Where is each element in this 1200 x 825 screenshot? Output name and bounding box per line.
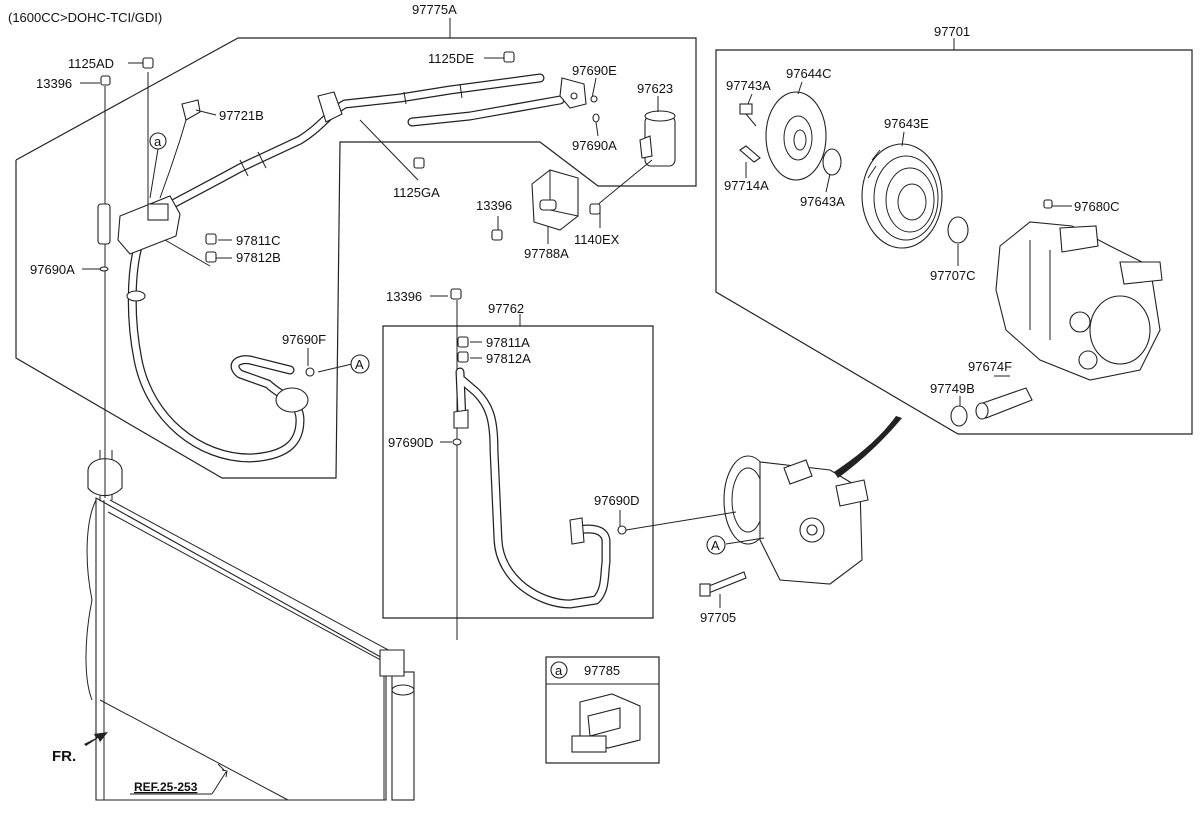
compressor-main [723,455,869,585]
callout-A-upper-text: A [355,357,364,372]
label-1140EX: 1140EX [574,232,620,247]
discharge-hose [126,235,309,463]
label-97811A: 97811A [486,335,530,350]
compressor-body-97701 [995,221,1163,381]
bracket-97785 [571,693,641,753]
label-97812B: 97812B [236,250,281,265]
label-97643E: 97643E [884,116,929,131]
reference-link[interactable]: REF.25-253 [134,780,198,794]
label-97762: 97762 [488,301,524,316]
bolt-97705 [699,571,747,597]
label-97749B: 97749B [930,381,975,396]
label-97743A: 97743A [726,78,771,93]
callout-A-upper-circle [350,354,370,374]
receiver-97623 [639,96,676,167]
callout-a-inset-text: a [555,663,563,678]
condenser [85,450,415,801]
label-1125GA: 1125GA [393,185,440,200]
ring-97707C [947,216,969,244]
label-97714A: 97714A [724,178,769,193]
label-97690D-left: 97690D [388,435,434,450]
leader-lines [80,18,1072,771]
label-1125DE: 1125DE [428,51,474,66]
group-box-97762 [382,325,654,619]
callout-A-lower-circle [706,535,726,555]
bolt-97743A [739,103,757,127]
label-97707C: 97707C [930,268,976,283]
manifold-block [97,195,181,255]
engine-spec-text: (1600CC>DOHC-TCI/GDI) [8,10,162,25]
label-97643A: 97643A [800,194,845,209]
label-97811C: 97811C [236,233,281,248]
callout-a-leader [149,148,159,199]
liquid-tube-97762 [453,367,611,609]
label-97644C: 97644C [786,66,832,81]
label-13396-top: 13396 [36,76,72,91]
label-13396-low: 13396 [386,289,422,304]
label-97623: 97623 [637,81,673,96]
label-97690E: 97690E [572,63,617,78]
front-arrow-icon [84,732,108,746]
snap-ring-97643A [822,148,842,176]
bracket-97788A [531,169,579,231]
hose-flange [559,77,587,109]
label-97674F: 97674F [968,359,1012,374]
label-97690F: 97690F [282,332,326,347]
callout-a-text: a [154,134,162,149]
pointer-arrow [834,416,902,478]
group-box-97701 [715,49,1193,435]
valve-97674F [975,387,1033,420]
callout-a-inset-circle [550,661,568,679]
fasteners [99,51,1053,535]
label-97775A: 97775A [412,2,457,17]
label-1125AD: 1125AD [68,56,114,71]
label-97721B: 97721B [219,108,264,123]
label-97690A-upper: 97690A [572,138,617,153]
front-indicator-text: FR. [52,748,76,765]
label-97701: 97701 [934,24,970,39]
label-13396-mid: 13396 [476,198,512,213]
label-97812A: 97812A [486,351,531,366]
pin-97714A [739,145,761,163]
inset-box-97785 [545,656,660,764]
pulley-97643E [861,143,943,249]
label-97785: 97785 [584,663,620,678]
label-97680C: 97680C [1074,199,1120,214]
clutch-plate-97644C [765,91,827,181]
oring-97749B [950,405,968,427]
label-97690A-left: 97690A [30,262,75,277]
pressure-sensor-97721B [159,99,201,199]
group-box-97775A [15,37,697,479]
label-97690D-right: 97690D [594,493,640,508]
callout-A-lower-text: A [711,538,720,553]
label-97705: 97705 [700,610,736,625]
reference-arrow [211,769,228,795]
label-97788A: 97788A [524,246,569,261]
hose-flange-mid [317,91,343,123]
